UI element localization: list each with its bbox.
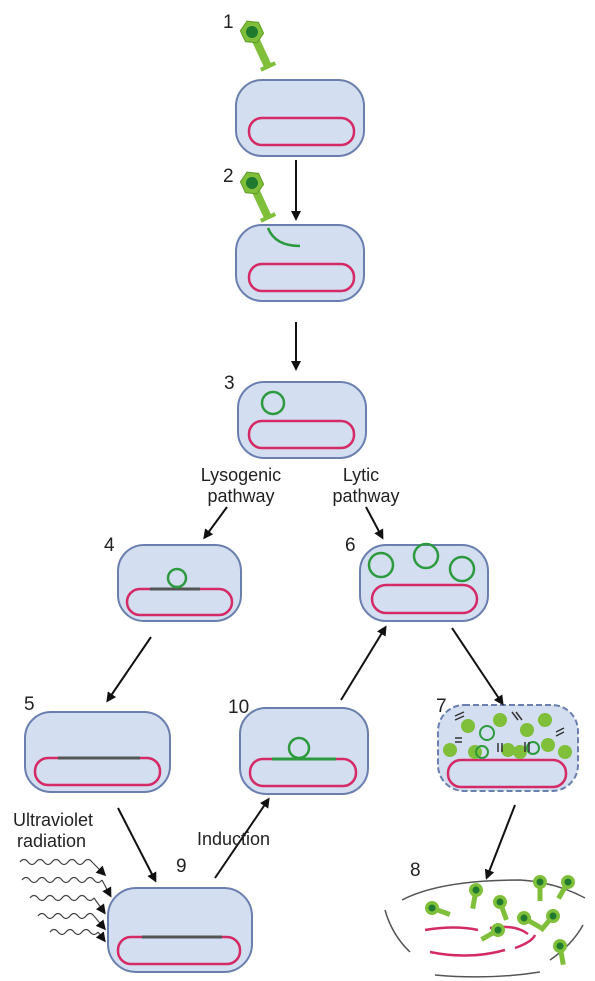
lytic-pathway-label: Lytic <box>343 465 379 485</box>
induction-label: Induction <box>197 829 270 849</box>
cell-stage-4 <box>117 544 242 622</box>
ultraviolet-radiation-label: Ultraviolet <box>13 810 93 830</box>
step-number-7: 7 <box>436 696 447 717</box>
bacterial-chromosome <box>247 419 356 450</box>
phage-dna-copy <box>448 555 476 583</box>
injected-phage-dna <box>266 227 301 248</box>
assembling-phages <box>443 713 572 759</box>
ultraviolet-wave-icon <box>19 858 103 936</box>
bacterial-chromosome <box>370 583 479 615</box>
step-number-1: 1 <box>223 12 234 33</box>
step-number-9: 9 <box>176 856 187 877</box>
cell-stage-9 <box>107 887 253 973</box>
cell-stage-5 <box>24 711 171 793</box>
lysogenic-pathway-label: Lysogenic <box>201 465 281 485</box>
step-number-8: 8 <box>410 860 421 881</box>
cell-stage-10 <box>239 707 369 795</box>
step-number-4: 4 <box>104 535 115 556</box>
bacteriophage-icon <box>237 167 279 224</box>
step-number-6: 6 <box>345 535 356 556</box>
bacteriophage-icon <box>237 16 279 73</box>
phage-dna-copy <box>367 551 395 579</box>
step-number-5: 5 <box>24 694 35 715</box>
bacterial-chromosome <box>247 116 356 147</box>
lysed-cell-stage-8 <box>384 872 586 978</box>
bacterial-chromosome <box>446 758 568 789</box>
lytic-pathway-label-line2: pathway <box>332 486 399 506</box>
step-number-2: 2 <box>223 166 234 187</box>
cell-stage-3 <box>237 381 367 459</box>
cell-stage-2 <box>235 224 365 302</box>
degraded-chromosome <box>424 925 537 957</box>
cell-stage-1 <box>235 79 365 157</box>
cell-stage-6 <box>359 542 489 622</box>
circular-phage-dna <box>260 390 286 416</box>
pathway-arrows <box>106 160 516 883</box>
bacterial-chromosome <box>247 262 356 293</box>
lysogenic-pathway-label-line2: pathway <box>207 486 274 506</box>
circular-phage-dna <box>287 736 311 760</box>
circular-phage-dna <box>166 567 188 589</box>
step-number-3: 3 <box>224 373 235 394</box>
phage-dna-copy <box>412 542 440 570</box>
cell-stage-7 <box>437 704 579 792</box>
step-number-10: 10 <box>228 697 249 718</box>
ultraviolet-radiation-label-line2: radiation <box>17 831 86 851</box>
